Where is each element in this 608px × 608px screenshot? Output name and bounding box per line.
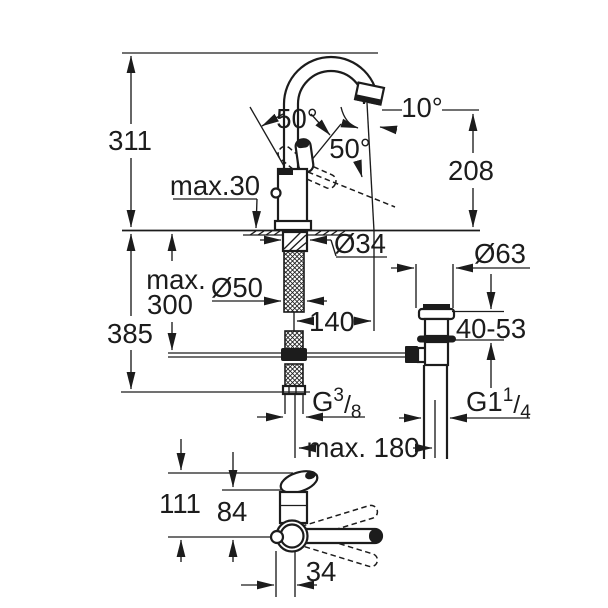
- dim-g38-label: G3/8: [312, 385, 362, 423]
- faucet-side: [249, 55, 396, 232]
- lever-handle: [294, 138, 315, 174]
- base-plate: [273, 219, 313, 232]
- dim-10deg-label: 10°: [401, 92, 443, 123]
- dim-spout-reach: 111: [159, 439, 201, 562]
- spout-outlet-plan: [279, 470, 319, 494]
- dim-34-label: 34: [306, 556, 337, 587]
- shank-and-hoses: [168, 230, 406, 396]
- dim-dia63-label: Ø63: [474, 238, 526, 269]
- dim-140-label: 140: [309, 306, 355, 337]
- reference-lines: [122, 52, 480, 236]
- mounting-nut: [281, 230, 309, 253]
- waste-flange: [417, 307, 456, 321]
- faucet-body: [276, 167, 309, 224]
- faucet-plan: [269, 470, 384, 568]
- supply-hose-upper: [283, 250, 305, 313]
- dim-111-label: 111: [159, 488, 201, 519]
- dim-spout-projection: 140: [296, 306, 372, 337]
- dim-84-label: 84: [217, 496, 248, 527]
- dim-max300-label-2: 300: [147, 289, 193, 320]
- dim-outlet-height: 208: [448, 113, 494, 228]
- dim-waste-thread: G11/4: [399, 385, 531, 423]
- dim-4053-label: 40-53: [456, 313, 526, 344]
- body-plan: [278, 490, 309, 525]
- plan-view: 111 84 34: [159, 439, 384, 597]
- lever-lowered-dashed: [302, 165, 337, 190]
- pivot-ball: [269, 529, 285, 545]
- dim-waste-clamp-range: 40-53: [452, 274, 526, 388]
- dim-body-reach: 84: [217, 452, 248, 562]
- dim-385-label: 385: [107, 318, 153, 349]
- dim-waste-distance: max. 180: [294, 394, 436, 463]
- dim-50deg-left-label: 50°: [276, 103, 318, 134]
- waste-plug-cap: [423, 304, 450, 310]
- dim-dia50-label: Ø50: [211, 272, 263, 303]
- dim-supply-thread: G3/8: [257, 385, 365, 423]
- dim-outlet-angle: 10°: [340, 92, 479, 331]
- body-knob: [270, 187, 282, 199]
- pop-up-waste: [405, 304, 456, 459]
- dim-50deg-right-label: 50°: [329, 133, 371, 164]
- dim-hose-length: max. 300: [146, 233, 206, 351]
- dim-311-label: 311: [108, 125, 152, 156]
- spout-nozzle: [353, 81, 386, 106]
- hose-end-nut: [281, 384, 307, 396]
- dim-dia34-label: Ø34: [334, 228, 386, 259]
- dim-overall-height: 311: [108, 55, 152, 228]
- dim-hole-diameter: Ø50: [211, 272, 327, 306]
- dim-lever-open-angle: 50°: [329, 133, 371, 178]
- dim-deck-thickness: max.30: [170, 170, 261, 229]
- dim-swivel-angle: 50°: [261, 103, 331, 136]
- dim-lever-offset: 34: [241, 551, 336, 597]
- dim-208-label: 208: [448, 155, 494, 186]
- hose-tee-fitting: [281, 348, 307, 361]
- waste-side-knob: [405, 346, 418, 363]
- side-view: 311 385 max. 300 max.30 50°: [107, 52, 531, 463]
- dim-max300-label-1: max.: [146, 264, 206, 295]
- dim-waste-flange-diameter: Ø63: [391, 238, 530, 308]
- dim-max180-label: max. 180: [306, 432, 419, 463]
- dim-shank-diameter: Ø34: [260, 228, 387, 259]
- supply-hose-lower: [284, 363, 304, 387]
- dim-below-deck-height: 385: [107, 233, 310, 393]
- dim-max30-label: max.30: [170, 170, 260, 201]
- dim-g114-label: G11/4: [466, 385, 531, 423]
- waste-seal-ring: [417, 335, 456, 343]
